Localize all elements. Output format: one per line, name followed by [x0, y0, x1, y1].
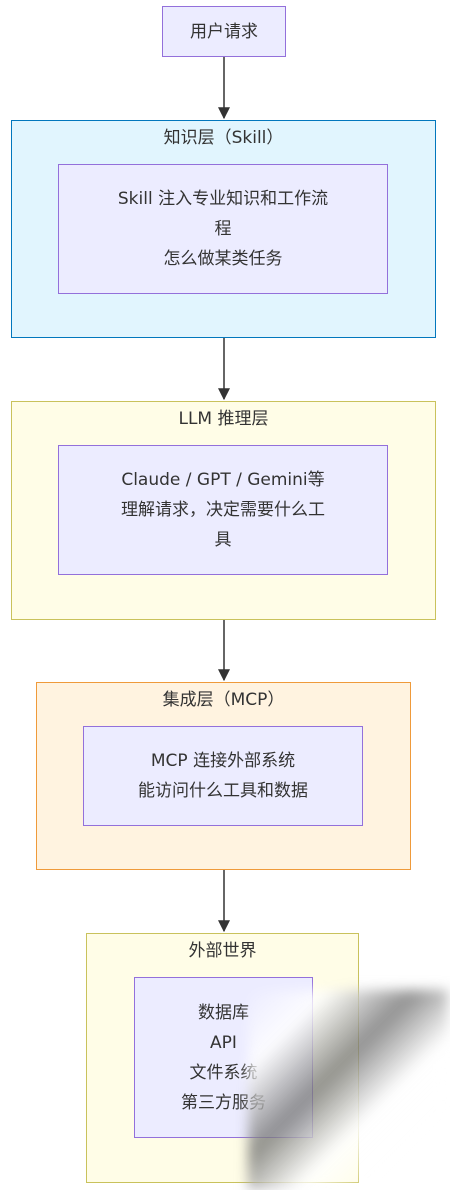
llm-line-3: 具	[214, 530, 232, 550]
blur-overlay	[248, 990, 448, 1190]
mcp-layer-title: 集成层（MCP）	[162, 690, 285, 710]
external-world-title: 外部世界	[188, 941, 257, 961]
mcp-line-1: MCP 连接外部系统	[150, 751, 296, 771]
mcp-node: MCP 连接外部系统 能访问什么工具和数据	[83, 726, 363, 826]
user-request-node: 用户请求	[162, 6, 286, 57]
user-request-label: 用户请求	[190, 21, 258, 42]
llm-line-2: 理解请求，决定需要什么工	[121, 500, 325, 520]
skill-line-2: 程	[214, 219, 232, 239]
mcp-line-2: 能访问什么工具和数据	[138, 781, 308, 801]
llm-layer-title: LLM 推理层	[178, 409, 269, 429]
skill-node: Skill 注入专业知识和工作流 程 怎么做某类任务	[58, 164, 388, 294]
llm-node: Claude / GPT / Gemini等 理解请求，决定需要什么工 具	[58, 445, 388, 575]
external-line-1: 数据库	[198, 1002, 249, 1023]
external-line-4: 第三方服务	[181, 1092, 266, 1113]
skill-line-1: Skill 注入专业知识和工作流	[117, 189, 329, 209]
skill-line-3: 怎么做某类任务	[163, 249, 283, 269]
llm-line-1: Claude / GPT / Gemini等	[121, 470, 325, 490]
skill-layer-title: 知识层（Skill）	[163, 128, 284, 148]
external-line-2: API	[210, 1032, 237, 1053]
external-line-3: 文件系统	[189, 1062, 258, 1083]
